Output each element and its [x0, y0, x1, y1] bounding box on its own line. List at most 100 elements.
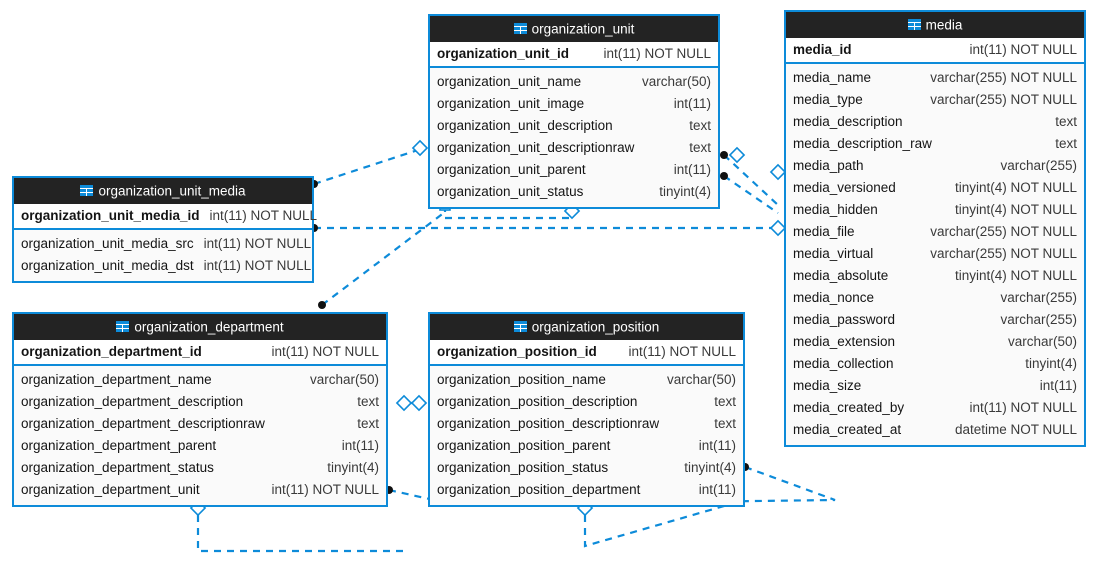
field-type: tinyint(4) NOT NULL	[954, 202, 1077, 217]
field-row[interactable]: media_password varchar(255)	[786, 309, 1084, 331]
field-row[interactable]: media_created_at datetime NOT NULL	[786, 419, 1084, 441]
field-type: int(11) NOT NULL	[969, 400, 1077, 415]
field-type: int(11) NOT NULL	[603, 46, 711, 61]
field-type: varchar(255)	[1000, 158, 1077, 173]
field-name: organization_unit_descriptionraw	[437, 140, 635, 155]
table-header-organization_unit_media[interactable]: organization_unit_media	[14, 178, 312, 204]
field-name: media_virtual	[793, 246, 874, 261]
field-name: media_file	[793, 224, 855, 239]
relation-endpoint-dot	[318, 301, 326, 309]
table-header-media[interactable]: media	[786, 12, 1084, 38]
field-name: media_path	[793, 158, 864, 173]
field-name: organization_department_descriptionraw	[21, 416, 265, 431]
field-name: organization_unit_media_dst	[21, 258, 194, 273]
field-name: organization_unit_description	[437, 118, 613, 133]
field-name: organization_unit_image	[437, 96, 585, 111]
field-row[interactable]: organization_position_description text	[430, 391, 743, 413]
field-type: tinyint(4)	[684, 460, 736, 475]
field-type: varchar(255)	[1000, 312, 1077, 327]
field-row[interactable]: media_path varchar(255)	[786, 155, 1084, 177]
field-name: media_created_at	[793, 422, 902, 437]
field-row[interactable]: organization_unit_description text	[430, 115, 718, 137]
primary-key-row[interactable]: organization_unit_media_id int(11) NOT NU…	[14, 204, 317, 230]
field-name: media_type	[793, 92, 863, 107]
field-type: varchar(50)	[309, 372, 379, 387]
relation-diamond-marker	[769, 219, 787, 237]
field-type: tinyint(4)	[327, 460, 379, 475]
table-organization_department[interactable]: organization_department organization_depa…	[12, 312, 388, 507]
field-name: organization_position_id	[437, 344, 597, 359]
table-header-organization_department[interactable]: organization_department	[14, 314, 386, 340]
relation-diamond-marker	[728, 146, 746, 164]
table-header-organization_unit[interactable]: organization_unit	[430, 16, 718, 42]
table-title: organization_unit	[531, 21, 635, 37]
field-name: organization_unit_media_id	[21, 208, 200, 223]
field-name: media_id	[793, 42, 852, 57]
field-name: media_absolute	[793, 268, 889, 283]
field-type: text	[357, 394, 379, 409]
field-type: varchar(50)	[1007, 334, 1077, 349]
field-type: text	[714, 394, 736, 409]
relation-organization_department-to-organization_department	[196, 502, 404, 553]
field-row[interactable]: media_hidden tinyint(4) NOT NULL	[786, 199, 1084, 221]
field-name: media_collection	[793, 356, 894, 371]
field-name: organization_position_description	[437, 394, 638, 409]
field-name: organization_unit_name	[437, 74, 582, 89]
field-name: organization_department_parent	[21, 438, 217, 453]
field-type: int(11) NOT NULL	[209, 208, 318, 223]
field-type: int(11) NOT NULL	[969, 42, 1077, 57]
table-title: organization_department	[134, 319, 284, 335]
primary-key-row[interactable]: media_id int(11) NOT NULL	[786, 38, 1084, 64]
field-name: media_hidden	[793, 202, 878, 217]
field-row[interactable]: media_absolute tinyint(4) NOT NULL	[786, 265, 1084, 287]
table-header-organization_position[interactable]: organization_position	[430, 314, 743, 340]
field-name: media_password	[793, 312, 896, 327]
field-type: text	[1055, 136, 1077, 151]
field-type: tinyint(4) NOT NULL	[954, 268, 1077, 283]
field-type: int(11)	[698, 438, 736, 453]
field-type: text	[689, 118, 711, 133]
field-type: datetime NOT NULL	[954, 422, 1077, 437]
